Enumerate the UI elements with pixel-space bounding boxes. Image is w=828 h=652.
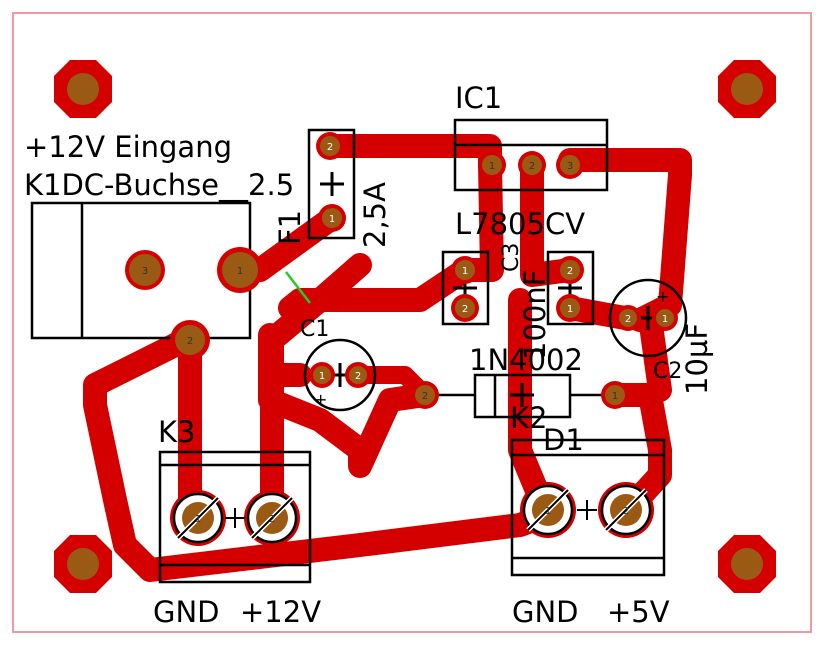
- label-k2: K2: [510, 401, 547, 435]
- label-k2-5v: +5V: [607, 595, 670, 629]
- svg-text:2: 2: [623, 506, 629, 517]
- pad-c3l-2: 2: [451, 294, 479, 322]
- label-k2-gnd: GND: [512, 595, 579, 629]
- pad-c1-2: 2: [345, 362, 371, 388]
- trace-k3-12v: [260, 253, 372, 530]
- mounting-hole-br: [718, 535, 776, 593]
- mounting-hole-bl: [54, 535, 112, 593]
- pads: 3 1 2 2 1 1 2 3: [125, 132, 678, 409]
- pad-d1-1: 1: [601, 381, 629, 409]
- pad-c3r-2: 2: [556, 256, 584, 284]
- fuse-outline: [307, 128, 356, 240]
- svg-text:1: 1: [545, 506, 551, 517]
- trace-c3-c1: [278, 258, 477, 320]
- pad-jack-2: 2: [170, 320, 210, 360]
- pad-d1-2: 2: [411, 381, 439, 409]
- svg-text:2: 2: [422, 391, 428, 402]
- svg-text:2: 2: [327, 142, 333, 153]
- terminal-screws: 1 2 1 2: [170, 482, 654, 546]
- label-k3-12v: +12V: [240, 595, 321, 629]
- pad-c3r-1: 1: [556, 294, 584, 322]
- pad-c1-1: 1: [309, 362, 335, 388]
- pad-ic1-3: 3: [556, 151, 584, 179]
- svg-text:2: 2: [462, 304, 468, 315]
- label-ic1: IC1: [455, 81, 502, 115]
- c3-right-outline: [546, 250, 595, 326]
- mounting-holes: [54, 60, 776, 593]
- pad-c2-2: 2: [615, 305, 641, 331]
- svg-text:3: 3: [567, 161, 573, 172]
- board-outline: [12, 12, 812, 633]
- label-f1: F1: [273, 210, 307, 245]
- label-c3-value: 100nF: [518, 270, 552, 360]
- text-labels: +12V Eingang K1DC-Buchse__2.5 IC1 L7805C…: [24, 81, 714, 629]
- pad-fuse-2: 2: [316, 132, 344, 160]
- svg-text:2: 2: [187, 336, 193, 347]
- label-input-line2: K1DC-Buchse__2.5: [24, 168, 294, 202]
- label-input-line1: +12V Eingang: [24, 130, 232, 164]
- k3-screw-1: 1: [170, 490, 226, 546]
- svg-text:1: 1: [662, 314, 668, 325]
- svg-text:1: 1: [195, 514, 201, 525]
- c1-outline: [303, 338, 377, 412]
- trace-gnd-left: [83, 328, 572, 582]
- pad-c2-1: 1: [652, 305, 678, 331]
- svg-text:3: 3: [142, 266, 148, 277]
- ic1-outline: [453, 118, 609, 192]
- label-k3-gnd: GND: [153, 595, 220, 629]
- label-k3: K3: [158, 415, 195, 449]
- mounting-hole-tl: [54, 60, 112, 118]
- label-d1: D1: [543, 423, 584, 457]
- c3-left-outline: [441, 250, 490, 326]
- label-c3: C3: [499, 243, 524, 272]
- k3-screw-2: 2: [244, 490, 300, 546]
- c2-outline: [608, 278, 688, 358]
- label-fuse-value: 2,5A: [358, 182, 392, 248]
- svg-text:1: 1: [462, 266, 468, 277]
- pad-c3l-1: 1: [451, 256, 479, 284]
- svg-text:2: 2: [625, 314, 631, 325]
- trace-c2-right: [638, 306, 672, 402]
- label-c1-plus: +: [314, 390, 327, 409]
- svg-text:1: 1: [489, 161, 495, 172]
- drc-marker: [285, 271, 311, 304]
- pad-ic1-2: 2: [518, 151, 546, 179]
- svg-text:1: 1: [319, 371, 325, 382]
- k3-outline: [158, 450, 312, 584]
- mounting-hole-tr: [718, 60, 776, 118]
- silkscreen-layer: [30, 118, 688, 584]
- label-l7805: L7805CV: [455, 207, 585, 241]
- label-c1: C1: [300, 317, 329, 342]
- label-c2-plus: +: [656, 287, 669, 306]
- svg-text:2: 2: [567, 266, 573, 277]
- pad-jack-3: 3: [125, 250, 165, 290]
- k2-screw-2: 2: [598, 482, 654, 538]
- svg-text:1: 1: [237, 266, 243, 277]
- pad-ic1-1: 1: [478, 151, 506, 179]
- k2-screw-1: 1: [520, 482, 576, 538]
- svg-text:2: 2: [355, 371, 361, 382]
- k2-outline: [510, 438, 666, 577]
- label-c2-value: 10µF: [680, 323, 714, 395]
- trace-diode-k2: [603, 383, 672, 522]
- label-c2: C2: [653, 359, 682, 384]
- svg-text:1: 1: [612, 391, 618, 402]
- svg-text:1: 1: [567, 304, 573, 315]
- svg-text:2: 2: [529, 161, 535, 172]
- pad-fuse-1: 1: [318, 204, 346, 232]
- svg-text:2: 2: [269, 514, 275, 525]
- svg-text:1: 1: [329, 214, 335, 225]
- label-diode-part: 1N4002: [469, 343, 583, 377]
- pad-jack-1: 1: [217, 247, 263, 293]
